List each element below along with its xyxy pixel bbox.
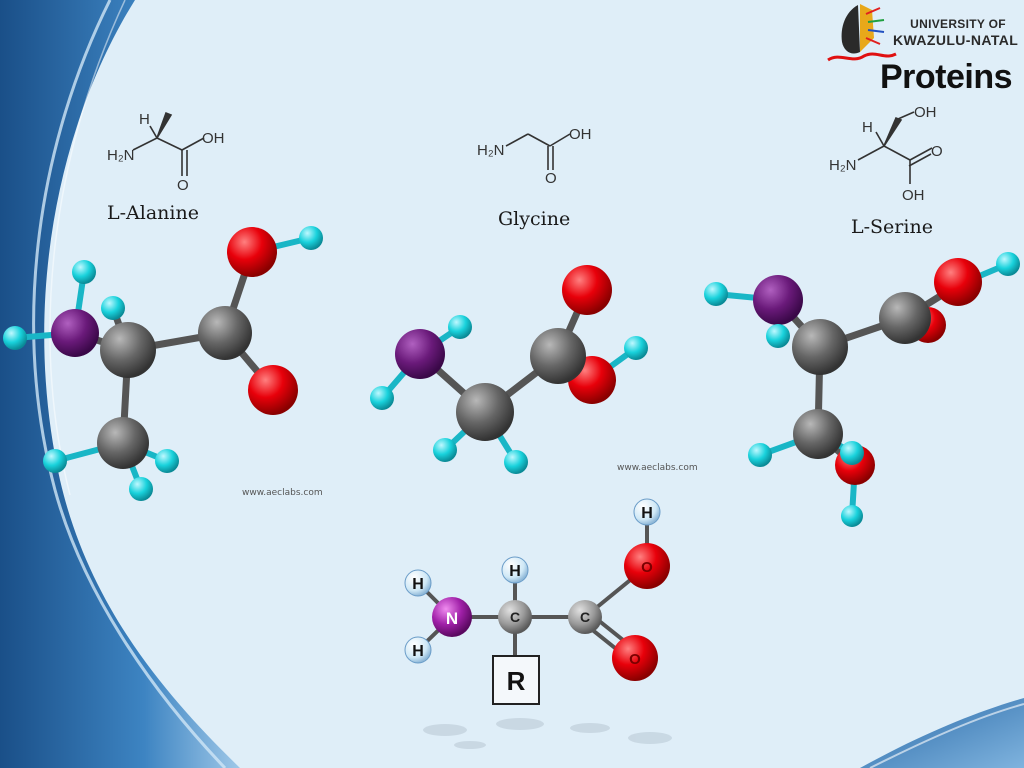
watermark-glycine: www.aeclabs.com — [617, 463, 698, 473]
serine-atom-oh-top: OH — [914, 104, 937, 121]
atom-label-c-alpha: C — [510, 609, 520, 625]
atom-label-c-carboxyl: C — [580, 609, 590, 625]
serine-atom-h: H — [862, 119, 873, 136]
ukzn-shield-emblem — [827, 4, 897, 62]
serine-atom-o: O — [931, 143, 943, 160]
atom-label-o-carbonyl: O — [629, 651, 641, 668]
atom-label-h-hydroxyl: H — [641, 505, 653, 522]
serine-ball-and-stick-model — [704, 252, 1020, 527]
alanine-name-label: L-Alanine — [107, 202, 199, 224]
alanine-atom-o: O — [177, 177, 189, 194]
page-title: Proteins — [880, 58, 1013, 96]
generic-amino-acid-diagram: H H N H C C H O O R — [404, 498, 670, 705]
alanine-atom-oh: OH — [202, 130, 225, 147]
alanine-skeletal-formula — [132, 111, 205, 176]
atom-label-n: N — [446, 609, 458, 628]
alanine-atom-h2n: H₂N — [107, 147, 135, 164]
logo-line-2: KWAZULU-NATAL — [893, 32, 1019, 48]
serine-skeletal-formula — [857, 111, 933, 184]
glycine-name-label: Glycine — [498, 208, 571, 230]
r-group-box — [492, 655, 540, 705]
atom-label-o-hydroxyl: O — [641, 559, 653, 576]
atom-label-h-upper-left: H — [412, 576, 424, 593]
glycine-ball-and-stick-model — [370, 265, 648, 474]
alanine-ball-and-stick-model — [3, 226, 323, 501]
glycine-skeletal-formula — [505, 133, 571, 170]
serine-name-label: L-Serine — [851, 216, 933, 238]
glycine-atom-h2n: H₂N — [477, 142, 505, 159]
university-logo-text: UNIVERSITY OF KWAZULU-NATAL — [893, 16, 1023, 48]
logo-line-1: UNIVERSITY OF — [910, 17, 1006, 31]
atom-label-h-alpha: H — [509, 563, 521, 580]
atom-label-h-lower-left: H — [412, 643, 424, 660]
glycine-atom-o: O — [545, 170, 557, 187]
diagram-reflection — [423, 718, 672, 749]
watermark-alanine: www.aeclabs.com — [242, 488, 323, 498]
serine-atom-h2n: H₂N — [829, 157, 857, 174]
alanine-atom-h: H — [139, 111, 150, 128]
atom-label-r-group: R — [507, 666, 526, 696]
serine-atom-oh-bottom: OH — [902, 187, 925, 204]
glycine-atom-oh: OH — [569, 126, 592, 143]
